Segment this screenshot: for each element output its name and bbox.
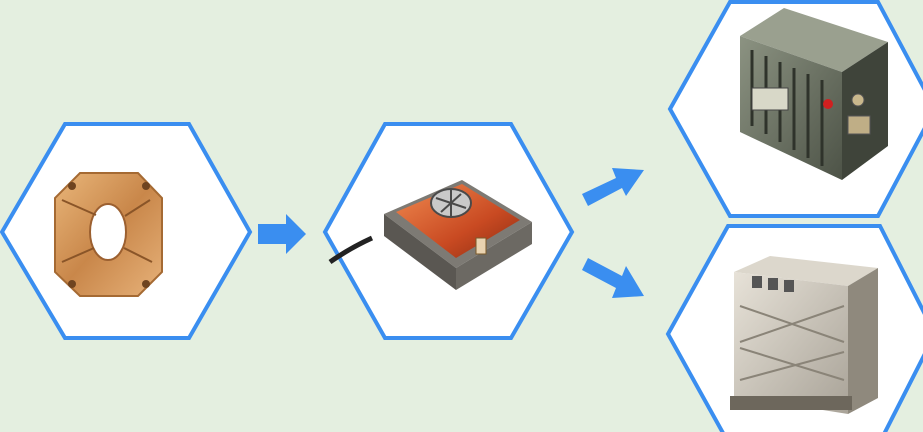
node-ring: [2, 124, 250, 338]
arrow-up-right-icon: [582, 168, 644, 206]
arrow-right-icon: [258, 214, 306, 254]
node-box-top: [670, 2, 923, 216]
arrow-down-right-icon: [582, 258, 644, 298]
octagonal-ring-image: [55, 173, 162, 296]
node-box-bottom: [668, 226, 923, 432]
node-module: [325, 124, 572, 338]
cube-enclosure-image: [730, 256, 878, 414]
